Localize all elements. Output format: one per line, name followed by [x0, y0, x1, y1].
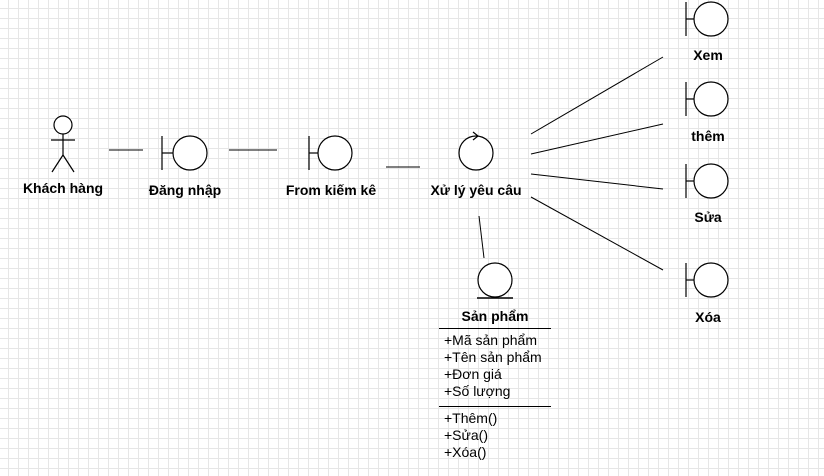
boundary-view-icon	[685, 1, 729, 37]
entity-class-name: Sản phẩm	[439, 306, 551, 329]
boundary-add-icon	[685, 81, 729, 117]
control-label: Xử lý yêu câu	[430, 182, 522, 198]
boundary-edit-label: Sửa	[694, 209, 722, 225]
link-control-entity	[478, 215, 485, 259]
entity-attribute: +Mã sản phẩm	[444, 332, 537, 348]
entity-attribute: +Tên sản phẩm	[444, 349, 542, 365]
link-control-view	[530, 56, 664, 135]
entity-icon	[477, 262, 513, 299]
entity-method: +Xóa()	[444, 444, 487, 460]
boundary-delete-icon	[685, 262, 729, 298]
actor-icon	[51, 115, 75, 173]
entity-methods: +Thêm() +Sửa() +Xóa()	[439, 407, 551, 463]
actor-label: Khách hàng	[22, 180, 104, 196]
boundary-login-icon	[161, 135, 208, 171]
link-control-delete	[530, 196, 664, 271]
entity-method: +Sửa()	[444, 427, 488, 443]
control-icon	[458, 131, 494, 171]
entity-attributes: +Mã sản phẩm +Tên sản phẩm +Đơn giá +Số …	[439, 329, 551, 407]
boundary-edit-icon	[685, 163, 729, 199]
boundary-view-label: Xem	[693, 47, 723, 63]
link-control-edit	[530, 173, 664, 190]
boundary-login-label: Đăng nhập	[148, 182, 222, 198]
boundary-delete-label: Xóa	[695, 309, 721, 325]
entity-attribute: +Số lượng	[444, 383, 511, 399]
boundary-add-label: thêm	[691, 128, 725, 144]
boundary-inventory-form-label: From kiếm kê	[285, 182, 377, 198]
entity-method: +Thêm()	[444, 410, 498, 426]
link-control-add	[530, 123, 664, 155]
entity-class-box: Sản phẩm +Mã sản phẩm +Tên sản phẩm +Đơn…	[439, 306, 551, 463]
entity-attribute: +Đơn giá	[444, 366, 502, 382]
boundary-inventory-form-icon	[308, 135, 353, 171]
